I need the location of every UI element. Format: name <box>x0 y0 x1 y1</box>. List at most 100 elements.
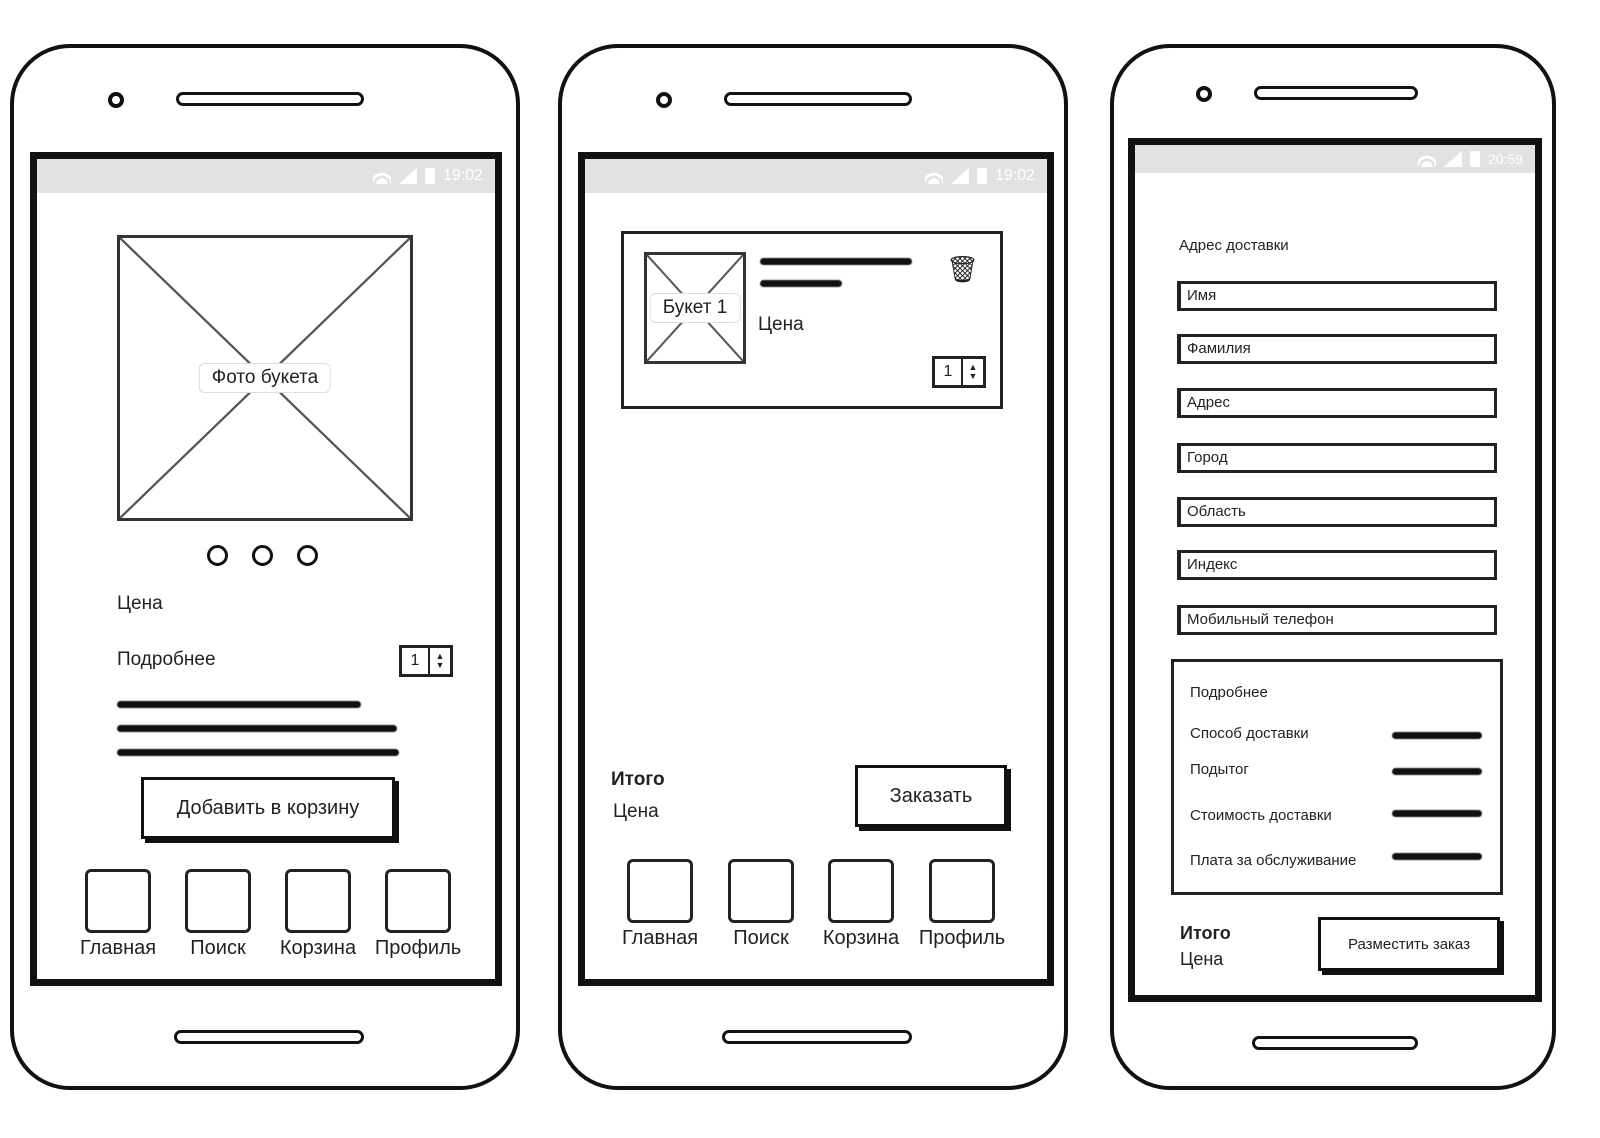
total-label: Итого <box>611 769 665 790</box>
nav-label: Поиск <box>733 927 789 949</box>
speaker-grille <box>724 92 912 106</box>
description-text <box>117 725 397 732</box>
last-name-field[interactable]: Фамилия <box>1177 334 1497 364</box>
summary-row-label: Плата за обслуживание <box>1190 852 1357 869</box>
summary-row-label: Способ доставки <box>1190 725 1309 742</box>
stepper-arrows-icon[interactable]: ▲▼ <box>961 359 983 385</box>
speaker-grille <box>1254 86 1418 100</box>
screen-cart: 19:02 Букет 1 Цена 🗑 1 ▲▼ Итого Цена Зак… <box>578 152 1054 986</box>
nav-cart[interactable]: Корзина <box>273 869 363 960</box>
wifi-icon <box>372 168 391 184</box>
order-button[interactable]: Заказать <box>855 765 1007 827</box>
description-text <box>117 701 361 708</box>
phone-field[interactable]: Мобильный телефон <box>1177 605 1497 635</box>
status-time: 19:02 <box>994 167 1035 184</box>
quantity-stepper[interactable]: 1 ▲▼ <box>932 356 986 388</box>
phone-checkout: 20:59 Адрес доставки Имя Фамилия Адрес Г… <box>1110 44 1556 1090</box>
phone-product: 19:02 Фото букета Цена Подробнее 1 ▲▼ До… <box>10 44 520 1090</box>
summary-row-value <box>1392 810 1482 817</box>
profile-icon <box>385 869 451 933</box>
nav-label: Главная <box>79 937 157 959</box>
battery-icon <box>976 168 987 184</box>
region-field[interactable]: Область <box>1177 497 1497 527</box>
speaker-grille <box>176 92 364 106</box>
wifi-icon <box>924 168 943 184</box>
order-summary: Подробнее Способ доставки Подытог Стоимо… <box>1171 659 1503 895</box>
nav-cart[interactable]: Корзина <box>816 859 906 950</box>
search-icon <box>185 869 251 933</box>
item-photo[interactable]: Букет 1 <box>644 252 746 364</box>
home-icon <box>627 859 693 923</box>
nav-home[interactable]: Главная <box>73 869 163 960</box>
place-order-button[interactable]: Разместить заказ <box>1318 917 1500 971</box>
home-icon <box>85 869 151 933</box>
nav-home[interactable]: Главная <box>615 859 705 950</box>
section-title: Адрес доставки <box>1179 237 1289 254</box>
nav-label: Профиль <box>918 927 1006 949</box>
price-label: Цена <box>117 593 163 614</box>
status-time: 20:59 <box>1487 151 1523 167</box>
postal-code-field[interactable]: Индекс <box>1177 550 1497 580</box>
summary-row-label: Подытог <box>1190 761 1249 778</box>
signal-icon <box>950 168 969 184</box>
home-bar <box>174 1030 364 1044</box>
item-name: Букет 1 <box>649 293 741 323</box>
search-icon <box>728 859 794 923</box>
summary-row-value <box>1392 853 1482 860</box>
nav-label: Профиль <box>374 937 462 959</box>
cart-item: Букет 1 Цена 🗑 1 ▲▼ <box>621 231 1003 409</box>
carousel-dot[interactable] <box>297 545 318 566</box>
nav-profile[interactable]: Профиль <box>373 869 463 960</box>
city-field[interactable]: Город <box>1177 443 1497 473</box>
camera-icon <box>1196 86 1212 102</box>
camera-icon <box>656 92 672 108</box>
first-name-field[interactable]: Имя <box>1177 281 1497 311</box>
carousel-dot[interactable] <box>252 545 273 566</box>
quantity-value: 1 <box>943 363 953 380</box>
phone-cart: 19:02 Букет 1 Цена 🗑 1 ▲▼ Итого Цена Зак… <box>558 44 1068 1090</box>
signal-icon <box>1443 151 1462 167</box>
quantity-value: 1 <box>410 652 420 669</box>
summary-row-value <box>1392 768 1482 775</box>
profile-icon <box>929 859 995 923</box>
address-field[interactable]: Адрес <box>1177 388 1497 418</box>
cart-icon <box>285 869 351 933</box>
photo-label: Фото букета <box>198 363 332 393</box>
battery-icon <box>1469 151 1480 167</box>
total-label: Итого <box>1180 923 1231 943</box>
quantity-stepper[interactable]: 1 ▲▼ <box>399 645 453 677</box>
home-bar <box>1252 1036 1418 1050</box>
add-to-cart-button[interactable]: Добавить в корзину <box>141 777 395 839</box>
summary-row-label: Стоимость доставки <box>1190 807 1332 824</box>
camera-icon <box>108 92 124 108</box>
nav-label: Корзина <box>822 927 900 949</box>
stepper-arrows-icon[interactable]: ▲▼ <box>428 648 450 674</box>
battery-icon <box>424 168 435 184</box>
bouquet-photo[interactable]: Фото букета <box>117 235 413 521</box>
nav-label: Корзина <box>279 937 357 959</box>
nav-search[interactable]: Поиск <box>173 869 263 960</box>
nav-label: Поиск <box>190 937 246 959</box>
item-description <box>760 258 912 265</box>
total-price: Цена <box>1180 949 1224 969</box>
wifi-icon <box>1417 151 1436 167</box>
description-text <box>117 749 399 756</box>
summary-title: Подробнее <box>1190 684 1268 701</box>
nav-profile[interactable]: Профиль <box>917 859 1007 950</box>
carousel-dot[interactable] <box>207 545 228 566</box>
item-price: Цена <box>758 314 804 335</box>
status-bar: 19:02 <box>585 159 1047 193</box>
status-time: 19:02 <box>442 167 483 184</box>
total-price: Цена <box>613 801 659 822</box>
cart-icon <box>828 859 894 923</box>
home-bar <box>722 1030 912 1044</box>
trash-icon[interactable]: 🗑 <box>946 254 980 284</box>
nav-label: Главная <box>621 927 699 949</box>
signal-icon <box>398 168 417 184</box>
screen-product: 19:02 Фото букета Цена Подробнее 1 ▲▼ До… <box>30 152 502 986</box>
details-label: Подробнее <box>117 649 216 670</box>
item-description <box>760 280 842 287</box>
nav-search[interactable]: Поиск <box>716 859 806 950</box>
screen-checkout: 20:59 Адрес доставки Имя Фамилия Адрес Г… <box>1128 138 1542 1002</box>
status-bar: 20:59 <box>1135 145 1535 173</box>
